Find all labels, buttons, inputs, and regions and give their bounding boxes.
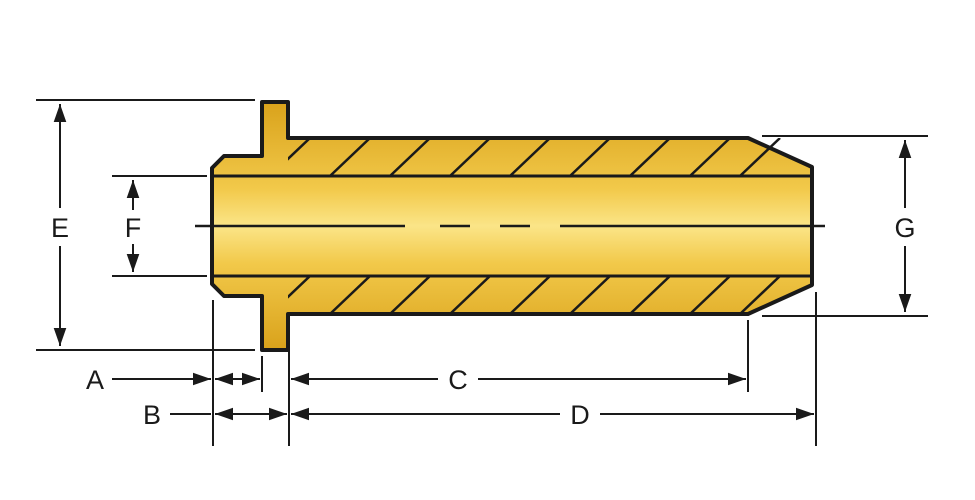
label-a: A — [86, 365, 104, 395]
label-d: D — [570, 400, 590, 430]
guide-body — [195, 100, 825, 352]
dimension-b: B — [143, 400, 287, 430]
dimension-g: G — [894, 140, 916, 312]
label-g: G — [894, 213, 915, 243]
label-f: F — [125, 213, 142, 243]
hatching-bottom — [288, 276, 781, 314]
dimension-a: A — [86, 365, 260, 395]
dimension-e: E — [51, 104, 69, 346]
extension-lines — [36, 99, 928, 446]
dimension-d: D — [291, 400, 814, 430]
dimension-f: F — [125, 180, 142, 272]
label-b: B — [143, 400, 161, 430]
hatching-top — [288, 138, 781, 176]
dimension-c: C — [291, 365, 746, 395]
label-c: C — [448, 365, 468, 395]
label-e: E — [51, 213, 69, 243]
